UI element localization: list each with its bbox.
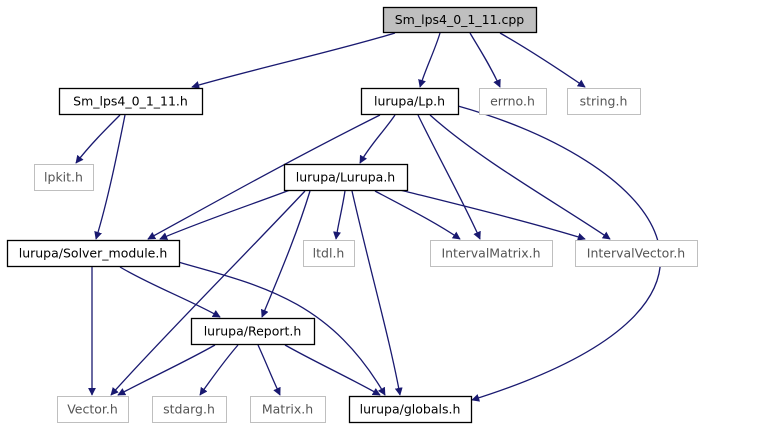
node-label-lpkit-h: lpkit.h [44, 170, 83, 185]
edge-sm-h-to-lpkit-h [75, 114, 121, 164]
node-ltdl-h: ltdl.h [303, 240, 355, 267]
edge-lurupa-h-to-ivector-h [399, 189, 586, 241]
node-label-matrix-h: Matrix.h [262, 402, 313, 417]
edge-lp-h-to-globals-h [457, 105, 662, 402]
edge-sm-h-to-solver-h [94, 114, 126, 240]
edges-layer [75, 32, 662, 402]
node-box-ltdl-h [303, 240, 355, 267]
node-lpkit-h: lpkit.h [34, 164, 94, 191]
node-globals-h[interactable]: lurupa/globals.h [348, 395, 473, 424]
edge-lp-h-to-ivector-h [429, 114, 611, 240]
node-box-solver-h [6, 239, 181, 268]
node-box-lpkit-h [34, 164, 94, 191]
node-string-h: string.h [567, 88, 641, 115]
node-label-solver-h: lurupa/Solver_module.h [19, 246, 168, 261]
edge-root-to-sm-h [191, 32, 396, 89]
node-solver-h[interactable]: lurupa/Solver_module.h [6, 239, 181, 268]
node-errno-h: errno.h [479, 88, 547, 115]
edge-report-h-to-matrix-h [257, 344, 281, 396]
node-report-h[interactable]: lurupa/Report.h [190, 317, 316, 346]
node-sm-h[interactable]: Sm_lps4_0_1_11.h [58, 87, 204, 116]
node-label-vector-h: Vector.h [67, 402, 118, 417]
node-box-errno-h [479, 88, 547, 115]
node-label-report-h: lurupa/Report.h [204, 324, 302, 339]
node-box-lp-h [360, 87, 460, 116]
node-lurupa-h[interactable]: lurupa/Lurupa.h [283, 163, 409, 192]
node-box-globals-h [348, 395, 473, 424]
node-vector-h: Vector.h [57, 396, 129, 423]
node-box-vector-h [57, 396, 129, 423]
node-box-stdarg-h [152, 396, 227, 423]
node-label-string-h: string.h [580, 94, 628, 109]
node-box-string-h [567, 88, 641, 115]
edge-solver-h-to-globals-h [177, 261, 386, 396]
edge-report-h-to-stdarg-h [199, 344, 239, 396]
node-box-matrix-h [250, 396, 326, 423]
edge-lp-h-to-solver-h [147, 114, 381, 240]
node-label-lurupa-h: lurupa/Lurupa.h [296, 170, 395, 185]
edge-lurupa-h-to-report-h [261, 190, 311, 318]
edge-report-h-to-vector-h [117, 344, 216, 396]
edge-lurupa-h-to-globals-h [351, 190, 403, 396]
edge-lp-h-to-lurupa-h [359, 114, 396, 164]
node-stdarg-h: stdarg.h [152, 396, 227, 423]
node-label-imatrix-h: IntervalMatrix.h [441, 246, 540, 261]
edge-root-to-lp-h [418, 32, 441, 88]
node-box-lurupa-h [283, 163, 409, 192]
node-imatrix-h: IntervalMatrix.h [430, 240, 553, 267]
edge-solver-h-to-report-h [119, 266, 221, 318]
node-label-sm-h: Sm_lps4_0_1_11.h [73, 94, 188, 109]
node-lp-h[interactable]: lurupa/Lp.h [360, 87, 460, 116]
node-label-globals-h: lurupa/globals.h [360, 402, 461, 417]
node-box-imatrix-h [430, 240, 553, 267]
node-label-stdarg-h: stdarg.h [163, 402, 215, 417]
node-label-ltdl-h: ltdl.h [313, 246, 345, 261]
edge-root-to-errno-h [469, 32, 501, 88]
node-label-ivector-h: IntervalVector.h [587, 246, 685, 261]
node-label-root: Sm_lps4_0_1_11.cpp [395, 12, 525, 27]
edge-lurupa-h-to-solver-h [159, 189, 291, 240]
node-ivector-h: IntervalVector.h [575, 240, 698, 267]
node-box-root [382, 6, 538, 34]
node-label-lp-h: lurupa/Lp.h [374, 94, 445, 109]
node-root[interactable]: Sm_lps4_0_1_11.cpp [382, 6, 538, 34]
edge-lurupa-h-to-ltdl-h [333, 190, 346, 240]
edge-lurupa-h-to-vector-h [110, 190, 306, 396]
node-box-report-h [190, 317, 316, 346]
edge-report-h-to-globals-h [284, 344, 381, 396]
node-box-sm-h [58, 87, 204, 116]
edge-root-to-string-h [499, 32, 586, 88]
edge-lp-h-to-imatrix-h [417, 114, 481, 240]
node-box-ivector-h [575, 240, 698, 267]
node-label-errno-h: errno.h [490, 94, 535, 109]
edge-lurupa-h-to-imatrix-h [374, 190, 461, 240]
node-matrix-h: Matrix.h [250, 396, 326, 423]
